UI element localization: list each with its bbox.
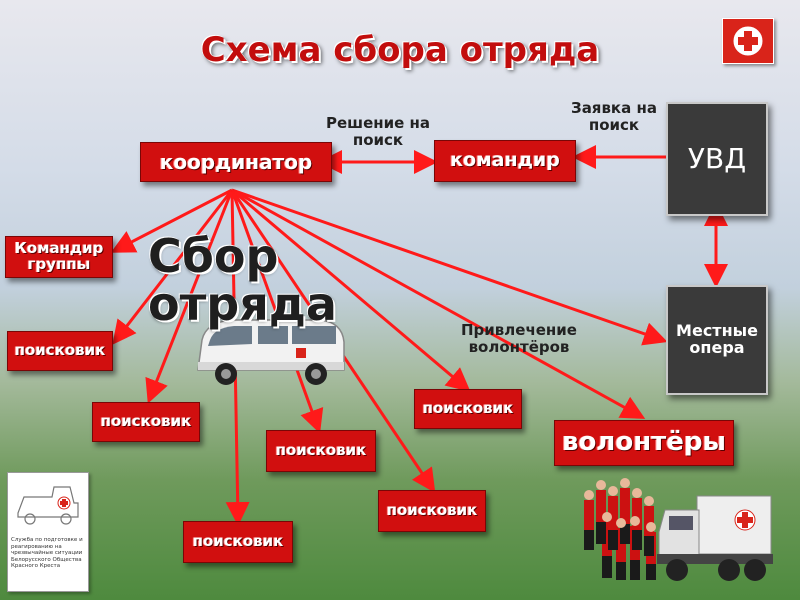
searcher-box-6: поисковик	[414, 389, 522, 429]
local-operas-box: Местные опера	[666, 285, 768, 395]
volunteers-group-image	[584, 478, 656, 580]
searcher-box-4: поисковик	[266, 430, 376, 472]
group-commander-box: Командир группы	[5, 236, 113, 278]
uvd-box: УВД	[666, 102, 768, 216]
request-label: Заявка на поиск	[571, 99, 657, 135]
searcher-box-3: поисковик	[183, 521, 293, 563]
van-image	[197, 319, 345, 385]
red-cross-logo	[722, 18, 774, 64]
arrow-to-searcher-4	[230, 189, 324, 434]
volunteer-attraction-label: Привлечение волонтёров	[461, 321, 577, 357]
searcher-box-2: поисковик	[92, 402, 200, 442]
searcher-box-1: поисковик	[7, 331, 113, 371]
volunteers-box: волонтёры	[554, 420, 734, 466]
service-logo: Служба по подготовке и реагированию на ч…	[7, 472, 89, 592]
decision-label: Решение на поиск	[325, 114, 431, 150]
arrow-to-searcher-2	[145, 189, 234, 404]
gathering-label: Сбор отряда	[148, 229, 337, 332]
truck-image	[657, 495, 773, 581]
coordinator-box: координатор	[140, 142, 332, 182]
arrow-to-searcher-6	[231, 188, 471, 392]
arrow-to-group-commander	[110, 188, 233, 253]
page-title: Схема сбора отряда	[200, 30, 600, 70]
arrow-to-volunteers	[231, 188, 646, 419]
arrow-to-local-operas	[231, 188, 668, 346]
commander-box: командир	[434, 140, 576, 182]
service-logo-caption: Служба по подготовке и реагированию на ч…	[11, 537, 83, 570]
searcher-box-5: поисковик	[378, 490, 486, 532]
arrow-to-searcher-1	[112, 189, 234, 345]
